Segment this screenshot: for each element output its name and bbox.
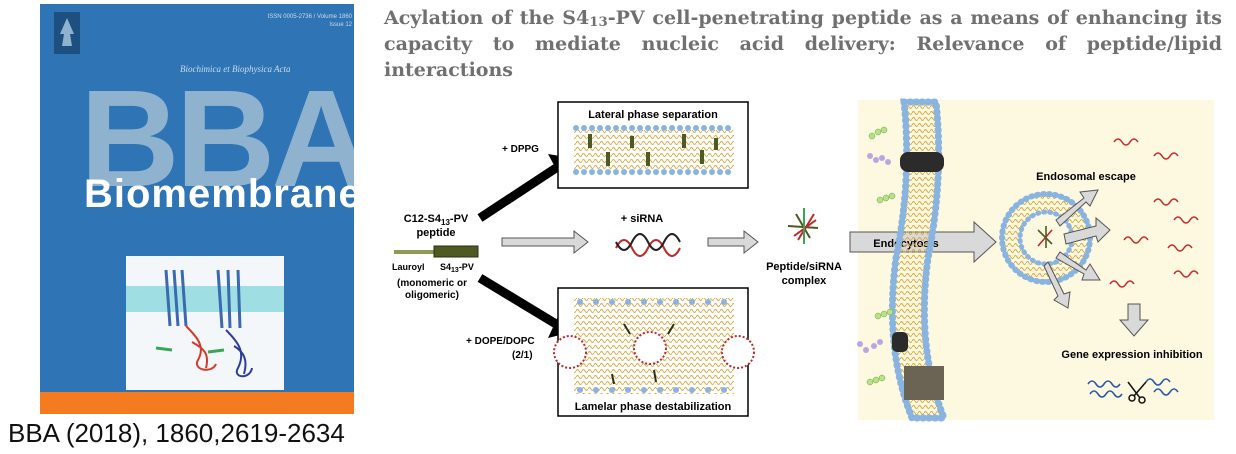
lateral-phase-box: Lateral phase separation <box>557 101 749 189</box>
surface-receptor-icons <box>866 126 896 386</box>
cover-artwork <box>126 256 284 390</box>
arrow-to-complex-icon <box>707 229 759 255</box>
title-part-1: Acylation of the S4 <box>384 7 590 29</box>
title-part-2: -PV cell-penetrating peptide as a means … <box>384 7 1223 81</box>
complex-label: Peptide/siRNA <box>766 261 842 273</box>
cover-issue-info: ISSN 0005-2736 / Volume 1860 Issue 12 <box>267 14 352 28</box>
peptide-label-line-2: peptide <box>416 227 455 239</box>
gene-inhibition-label: Gene expression inhibition <box>1061 349 1202 361</box>
peptide-sirna-complex-icon <box>787 208 819 244</box>
lamelar-phase-box: Lamelar phase destabilization <box>553 287 755 417</box>
cover-journal-name: Biochimica et Biophysica Acta <box>180 64 291 74</box>
paper-title: Acylation of the S413-PV cell-penetratin… <box>384 6 1222 84</box>
c12-peptide-icon <box>394 245 479 258</box>
glycan-icons <box>857 153 891 353</box>
lamelar-phase-label: Lamelar phase destabilization <box>575 401 732 413</box>
elsevier-logo-icon <box>54 12 80 54</box>
dope-dopc-label: + DOPE/DOPC <box>466 336 535 347</box>
sirna-helix-icon <box>615 233 681 257</box>
mechanism-diagram: C12-S413-PV peptide Lauroyl S413-PV (mon… <box>392 98 1203 422</box>
monomeric-label: (monomeric or <box>397 278 467 289</box>
lauroyl-label: Lauroyl <box>392 262 425 272</box>
mrna-cleavage-icon <box>1087 378 1179 398</box>
complex-label-line-2: complex <box>782 275 828 287</box>
endosomal-escape-label: Endosomal escape <box>1036 171 1136 183</box>
peptide-label: C12-S413-PV <box>404 213 469 227</box>
arrow-to-sirna-icon <box>501 229 589 255</box>
citation-caption: BBA (2018), 1860,2619-2634 <box>8 418 345 448</box>
cover-bba-letters: BBA <box>80 62 354 216</box>
lateral-phase-label: Lateral phase separation <box>588 109 718 121</box>
cover-subtitle: Biomembranes <box>84 172 354 216</box>
down-arrow-icon <box>1118 303 1150 337</box>
title-subscript: 13 <box>589 14 608 30</box>
oligomeric-label: oligomeric) <box>405 290 459 301</box>
scissors-icon <box>1127 381 1147 404</box>
escape-arrows-icon <box>1043 189 1111 309</box>
journal-cover: ISSN 0005-2736 / Volume 1860 Issue 12 Bi… <box>40 4 354 414</box>
released-sirna-icons <box>1109 138 1199 288</box>
s413pv-label: S413-PV <box>440 262 474 274</box>
cover-bottom-stripe <box>40 392 354 414</box>
cell-membrane-icon <box>888 98 950 422</box>
dppg-label: + DPPG <box>502 144 539 155</box>
sirna-label: + siRNA <box>621 213 664 225</box>
dope-ratio-label: (2/1) <box>512 350 533 361</box>
